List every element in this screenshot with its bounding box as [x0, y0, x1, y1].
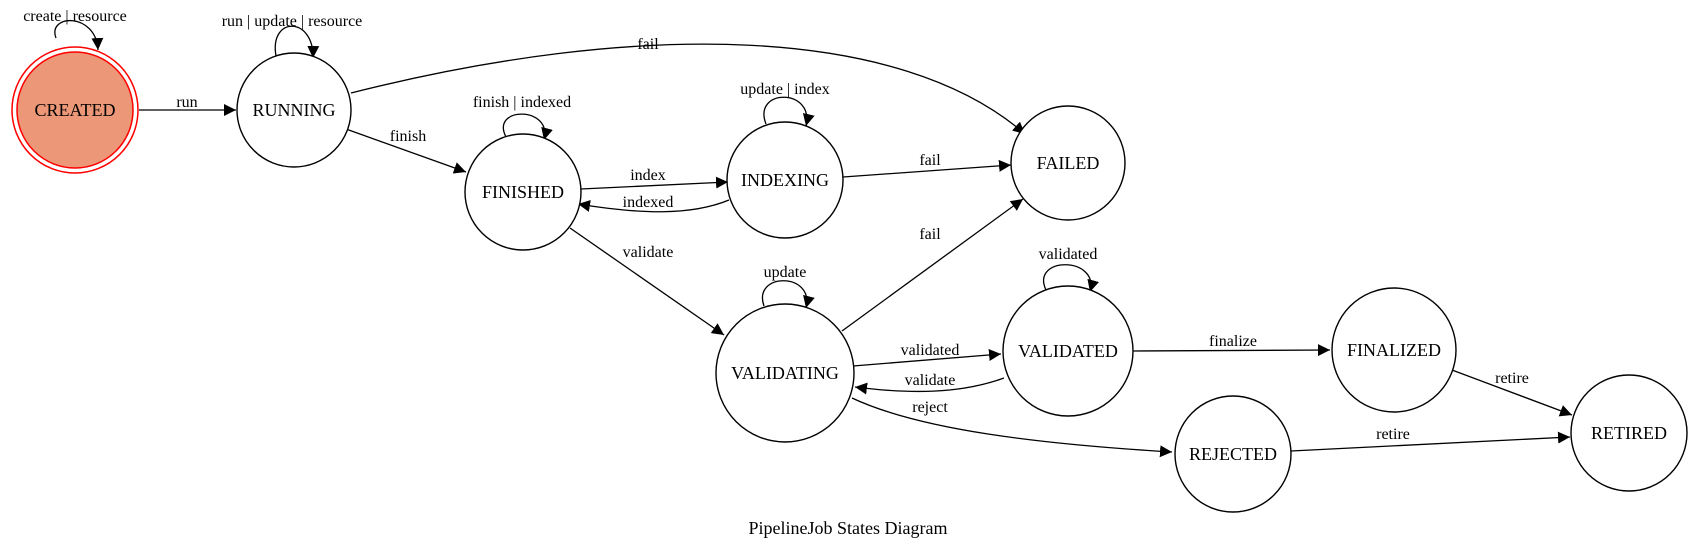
state-label-created: CREATED — [35, 100, 116, 120]
edge-validating-failed — [841, 198, 1024, 332]
edge-label-created-running: run — [176, 94, 197, 111]
edge-finalized-retired — [1451, 369, 1573, 417]
state-running: RUNNING — [236, 52, 352, 168]
edge-validating-rejected — [851, 397, 1173, 458]
state-label-indexing: INDEXING — [741, 170, 829, 190]
state-validating: VALIDATING — [715, 303, 855, 443]
edge-label-indexing-failed: fail — [919, 152, 941, 169]
edge-label-running-failed: fail — [637, 36, 659, 53]
state-failed: FAILED — [1010, 105, 1126, 221]
edge-running-failed — [350, 43, 1026, 135]
edge-label-finished-indexing: index — [630, 167, 666, 184]
state-rejected: REJECTED — [1174, 395, 1292, 513]
edge-created-created — [54, 19, 104, 51]
edge-finished-finished — [502, 113, 553, 141]
edge-label-validating-rejected: reject — [912, 399, 948, 416]
state-finalized: FINALIZED — [1331, 287, 1457, 413]
edge-label-finished-validating: validate — [623, 244, 674, 261]
edge-label-validating-validated: validated — [901, 342, 960, 359]
state-finished: FINISHED — [464, 133, 582, 251]
state-label-rejected: REJECTED — [1189, 444, 1277, 464]
edge-label-created-created: create | resource — [23, 8, 127, 25]
state-label-failed: FAILED — [1037, 153, 1100, 173]
state-indexing: INDEXING — [726, 121, 844, 239]
edge-label-finalized-retired: retire — [1495, 370, 1529, 387]
edge-indexing-failed — [842, 159, 1012, 178]
edge-validated-validated — [1043, 264, 1099, 293]
edge-indexing-finished — [577, 199, 730, 213]
edge-finished-validating — [569, 227, 725, 336]
edge-label-validating-failed: fail — [919, 226, 941, 243]
edge-label-validated-validating: validate — [905, 372, 956, 389]
edge-label-validated-validated: validated — [1039, 246, 1098, 263]
state-label-validating: VALIDATING — [731, 363, 839, 383]
edge-label-running-finished: finish — [390, 128, 426, 145]
edge-label-validating-validating: update — [764, 264, 807, 281]
edge-validating-validated — [852, 348, 1002, 367]
edge-label-indexing-finished: indexed — [623, 194, 674, 211]
edge-rejected-retired — [1290, 431, 1571, 452]
edge-indexing-indexing — [763, 96, 815, 127]
edge-running-finished — [345, 128, 467, 174]
state-label-retired: RETIRED — [1591, 423, 1667, 443]
edge-label-finished-finished: finish | indexed — [473, 94, 571, 111]
state-label-finished: FINISHED — [482, 182, 564, 202]
state-label-running: RUNNING — [253, 100, 336, 120]
edge-label-validated-finalized: finalize — [1209, 333, 1257, 350]
edge-running-running — [274, 25, 320, 59]
state-label-validated: VALIDATED — [1018, 341, 1118, 361]
edge-validated-validating — [854, 377, 1005, 395]
state-retired: RETIRED — [1570, 374, 1688, 492]
edge-label-rejected-retired: retire — [1376, 426, 1410, 443]
state-created: CREATED — [11, 46, 139, 174]
edge-finished-indexing — [580, 176, 729, 190]
edge-label-indexing-indexing: update | index — [740, 81, 829, 98]
edge-label-running-running: run | update | resource — [222, 13, 363, 30]
diagram-caption: PipelineJob States Diagram — [749, 518, 948, 538]
edge-validating-validating — [761, 280, 815, 309]
edge-validated-finalized — [1131, 344, 1331, 357]
state-label-finalized: FINALIZED — [1347, 340, 1441, 360]
state-validated: VALIDATED — [1002, 285, 1134, 417]
